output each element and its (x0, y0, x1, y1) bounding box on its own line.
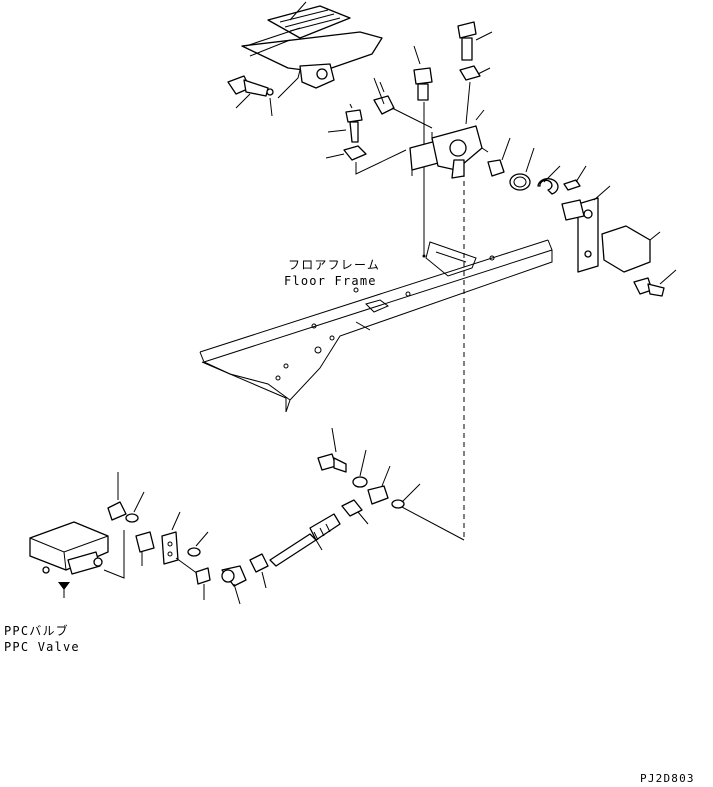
pedal-bolt (227, 69, 301, 117)
ppc-valve-label-en: PPC Valve (4, 640, 80, 654)
valve-nut (107, 472, 127, 521)
cover (601, 225, 661, 273)
link-line-bottom (399, 505, 465, 541)
valve-spacer (103, 530, 155, 579)
snap-ring (537, 165, 561, 195)
top-nut (459, 65, 491, 125)
drawing-code: PJ2D803 (640, 772, 695, 785)
top-bolt (457, 21, 493, 61)
ppc-valve-label-jp: PPCバルブ (4, 624, 69, 638)
leader-lines (349, 81, 433, 140)
clevis-washer (187, 531, 209, 557)
clevis-nut (195, 567, 211, 600)
lower-nut-a (341, 499, 369, 525)
rod (269, 513, 341, 567)
lower-bushing (367, 465, 391, 505)
seal-ring (509, 147, 535, 191)
floor-frame (199, 239, 553, 413)
lower-washer (352, 449, 368, 488)
bushing (373, 77, 433, 129)
key (563, 165, 587, 191)
mount-bolt (327, 109, 363, 143)
cover-bolt (633, 269, 677, 297)
clevis-plate (161, 511, 199, 575)
mount-nut (325, 145, 407, 175)
ball-joint (221, 565, 247, 605)
ppc-valve (29, 521, 109, 598)
pedal-assembly (241, 1, 383, 89)
lower-bolt (317, 427, 347, 473)
lower-washer-b (391, 483, 421, 509)
lever-plate (561, 185, 611, 273)
valve-washer (125, 491, 145, 523)
floor-frame-label-en: Floor Frame (284, 274, 377, 288)
long-bolt (413, 45, 433, 258)
floor-frame-label-jp: フロアフレーム (288, 258, 381, 272)
pedal-bracket (409, 109, 489, 179)
rod-nut (249, 553, 269, 589)
collar (487, 137, 511, 177)
